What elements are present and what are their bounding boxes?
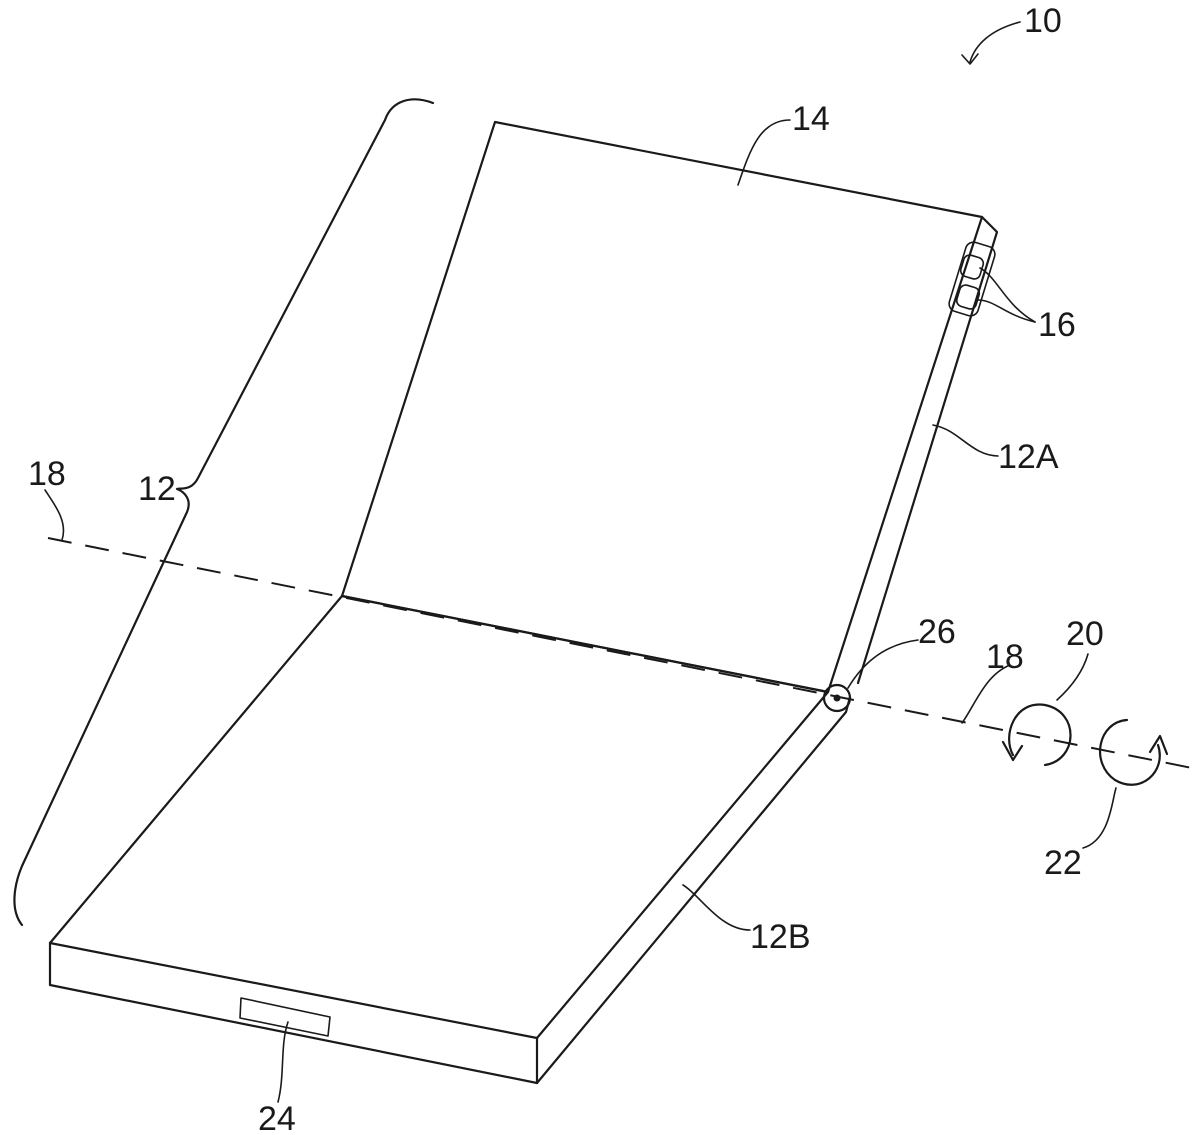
label-rotation-direction-1: 20 <box>1066 615 1104 653</box>
label-device: 10 <box>1024 2 1062 40</box>
housing-brace <box>13 98 435 927</box>
side-buttons <box>948 241 996 317</box>
label-rotation-direction-2: 22 <box>1044 844 1082 882</box>
label-housing: 12 <box>138 470 176 508</box>
leader-lines <box>44 21 1117 1103</box>
label-fold-axis-right: 18 <box>986 638 1024 676</box>
hinge <box>822 683 852 713</box>
rotation-arrow-20 <box>1001 703 1072 767</box>
label-port: 24 <box>258 1100 296 1135</box>
lower-housing <box>48 594 852 1085</box>
fold-axis-line <box>47 537 1193 769</box>
label-lower-housing: 12B <box>750 918 811 956</box>
label-hinge: 26 <box>918 613 956 651</box>
upper-housing <box>340 120 999 694</box>
rotation-arrow-22 <box>1099 718 1169 786</box>
label-upper-housing: 12A <box>998 438 1059 476</box>
label-display: 14 <box>792 100 830 138</box>
port <box>239 997 331 1037</box>
label-fold-axis-left: 18 <box>28 455 66 493</box>
label-buttons: 16 <box>1038 306 1076 344</box>
